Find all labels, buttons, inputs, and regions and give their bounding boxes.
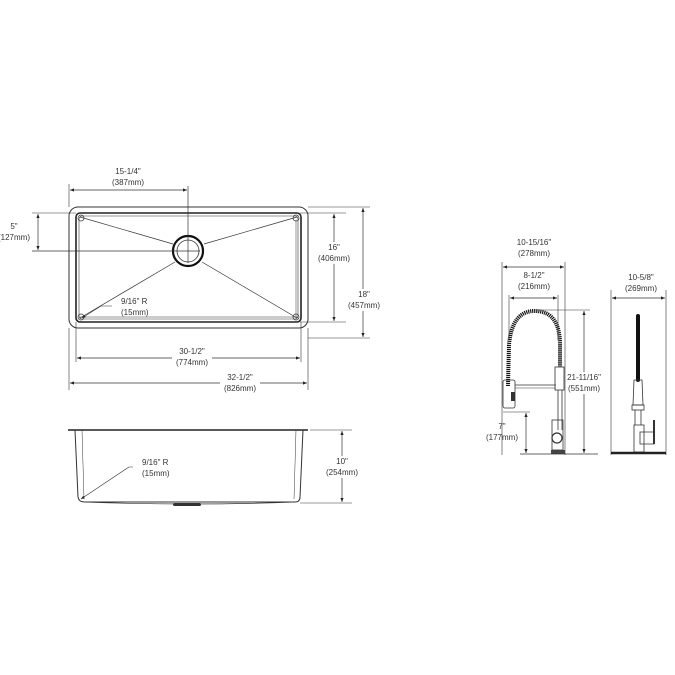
dim-faucet-spout-height: 7" (177mm) (486, 421, 518, 443)
dim-imperial: 9/16" R (121, 297, 148, 306)
dim-faucet-overall-reach: 10-15/16" (278mm) (517, 237, 551, 259)
dim-inner-bowl-depth: 16" (406mm) (317, 242, 351, 264)
dim-imperial: 9/16" R (142, 458, 169, 467)
dim-metric: (278mm) (517, 249, 551, 258)
dim-imperial: 10" (336, 457, 348, 466)
dim-imperial: 18" (358, 290, 370, 299)
dim-imperial: 30-1/2" (179, 347, 205, 356)
dim-metric: (551mm) (567, 384, 601, 393)
dim-imperial: 21-11/16" (567, 373, 601, 382)
dim-inner-bowl-width: 30-1/2" (774mm) (171, 346, 213, 368)
dim-overall-width: 32-1/2" (826mm) (219, 372, 261, 394)
sink-top-view (32, 184, 370, 390)
dim-metric: (387mm) (111, 178, 145, 187)
dim-imperial: 7" (498, 422, 506, 431)
dim-metric: (177mm) (485, 433, 519, 442)
dim-metric: (457mm) (347, 301, 381, 310)
dim-imperial: 15-1/4" (115, 167, 141, 176)
dim-imperial: 10-5/8" (628, 273, 654, 282)
dim-imperial: 10-15/16" (516, 238, 552, 247)
dim-metric: (15mm) (121, 308, 149, 317)
dim-metric: (406mm) (317, 254, 351, 263)
dim-imperial: 8-1/2" (523, 271, 545, 280)
dim-bowl-height: 10" (254mm) (325, 456, 359, 478)
dim-imperial: 16" (328, 243, 340, 252)
dim-drain-offset-width: 15-1/4" (387mm) (112, 166, 144, 188)
dim-drain-offset-depth: 5" (127mm) (0, 221, 30, 243)
faucet-side-view (610, 290, 667, 455)
dim-imperial: 5" (10, 222, 18, 231)
dim-imperial: 32-1/2" (227, 373, 253, 382)
dim-faucet-side-clearance: 10-5/8" (269mm) (625, 272, 657, 294)
dim-metric: (774mm) (175, 358, 209, 367)
dim-metric: (826mm) (223, 384, 257, 393)
dim-faucet-overall-height: 21-11/16" (551mm) (567, 372, 601, 394)
dim-metric: (269mm) (624, 284, 658, 293)
dim-faucet-spout-reach: 8-1/2" (216mm) (518, 270, 550, 292)
dim-metric: (254mm) (325, 468, 359, 477)
dim-overall-depth: 18" (457mm) (347, 289, 381, 311)
dim-metric: (216mm) (517, 282, 551, 291)
dim-metric: (127mm) (0, 233, 31, 242)
sink-side-view (68, 429, 352, 506)
dim-metric: (15mm) (142, 469, 170, 478)
dim-corner-radius-side: 9/16" R (15mm) (142, 457, 170, 479)
dim-corner-radius-top: 9/16" R (15mm) (121, 296, 149, 318)
